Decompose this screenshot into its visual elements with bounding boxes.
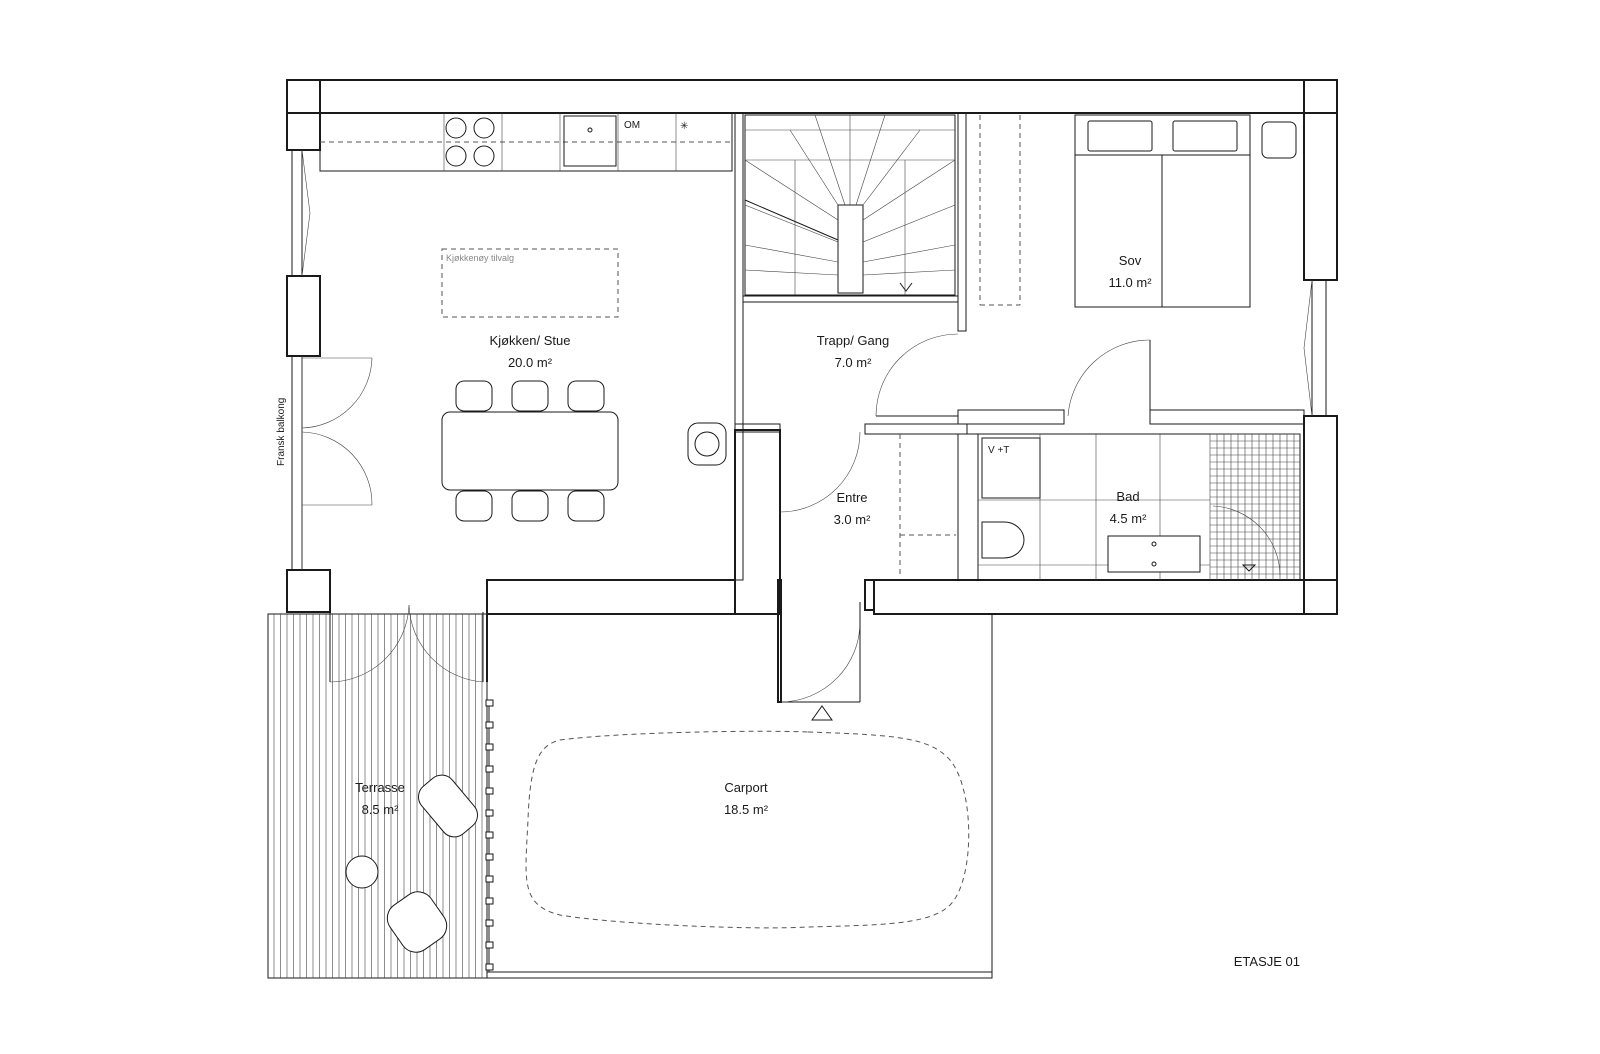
stove-icon bbox=[445, 117, 495, 167]
room-bad-area: 4.5 m² bbox=[1110, 511, 1148, 526]
bathroom-fixtures bbox=[978, 434, 1210, 580]
dining-table bbox=[441, 411, 619, 491]
stove-fireplace-icon bbox=[687, 422, 727, 466]
room-sov-area: 11.0 m² bbox=[1108, 275, 1152, 290]
window-left-upper bbox=[291, 149, 311, 277]
shower-drain-icon bbox=[1241, 564, 1257, 572]
room-trapp-name: Trapp/ Gang bbox=[817, 333, 890, 348]
balcony-label: Fransk balkong bbox=[276, 398, 287, 466]
floor-label: ETASJE 01 bbox=[1234, 954, 1300, 969]
room-terrasse-area: 8.5 m² bbox=[362, 802, 400, 817]
window-right bbox=[1303, 279, 1327, 417]
door-entrance[interactable] bbox=[780, 602, 861, 703]
room-bad-name: Bad bbox=[1116, 489, 1139, 504]
kitchen-island-outline bbox=[441, 248, 619, 318]
staircase bbox=[744, 114, 956, 296]
nightstand bbox=[1261, 121, 1297, 159]
terrace-chairs bbox=[386, 774, 479, 953]
door-bad-shower[interactable] bbox=[1212, 505, 1281, 576]
oven-label: OM bbox=[624, 120, 640, 131]
dining-chairs bbox=[455, 380, 605, 522]
door-entre[interactable] bbox=[779, 431, 861, 513]
room-trapp-area: 7.0 m² bbox=[835, 355, 873, 370]
room-entre-area: 3.0 m² bbox=[834, 512, 872, 527]
room-kjokken-area: 20.0 m² bbox=[508, 355, 553, 370]
kitchen-island-label: Kjøkkenøy tilvalg bbox=[446, 253, 514, 263]
room-carport-area: 18.5 m² bbox=[724, 802, 769, 817]
room-entre-name: Entre bbox=[836, 490, 867, 505]
door-balcony[interactable] bbox=[301, 357, 373, 506]
entre-storage bbox=[899, 434, 956, 575]
door-terrace[interactable] bbox=[329, 604, 484, 683]
wc-label: V +T bbox=[988, 445, 1009, 456]
window-left-lower bbox=[291, 355, 303, 571]
room-kjokken-name: Kjøkken/ Stue bbox=[490, 333, 571, 348]
terrace-table bbox=[345, 855, 379, 889]
room-carport-name: Carport bbox=[724, 780, 768, 795]
room-sov-name: Sov bbox=[1119, 253, 1142, 268]
terrace-railing bbox=[485, 699, 494, 972]
carport-car-outline bbox=[525, 730, 970, 929]
double-bed bbox=[1074, 114, 1251, 308]
shower-tiles bbox=[1209, 433, 1300, 580]
kitchen-counter bbox=[319, 112, 733, 172]
door-trapp[interactable] bbox=[875, 333, 959, 417]
wardrobe bbox=[979, 115, 1021, 306]
sink-icon bbox=[563, 115, 617, 167]
interior-walls bbox=[734, 112, 1305, 581]
fridge-icon: ✳ bbox=[680, 121, 688, 132]
entrance-arrow-icon bbox=[811, 705, 833, 721]
room-terrasse-name: Terrasse bbox=[355, 780, 405, 795]
door-sov[interactable] bbox=[1067, 339, 1151, 417]
